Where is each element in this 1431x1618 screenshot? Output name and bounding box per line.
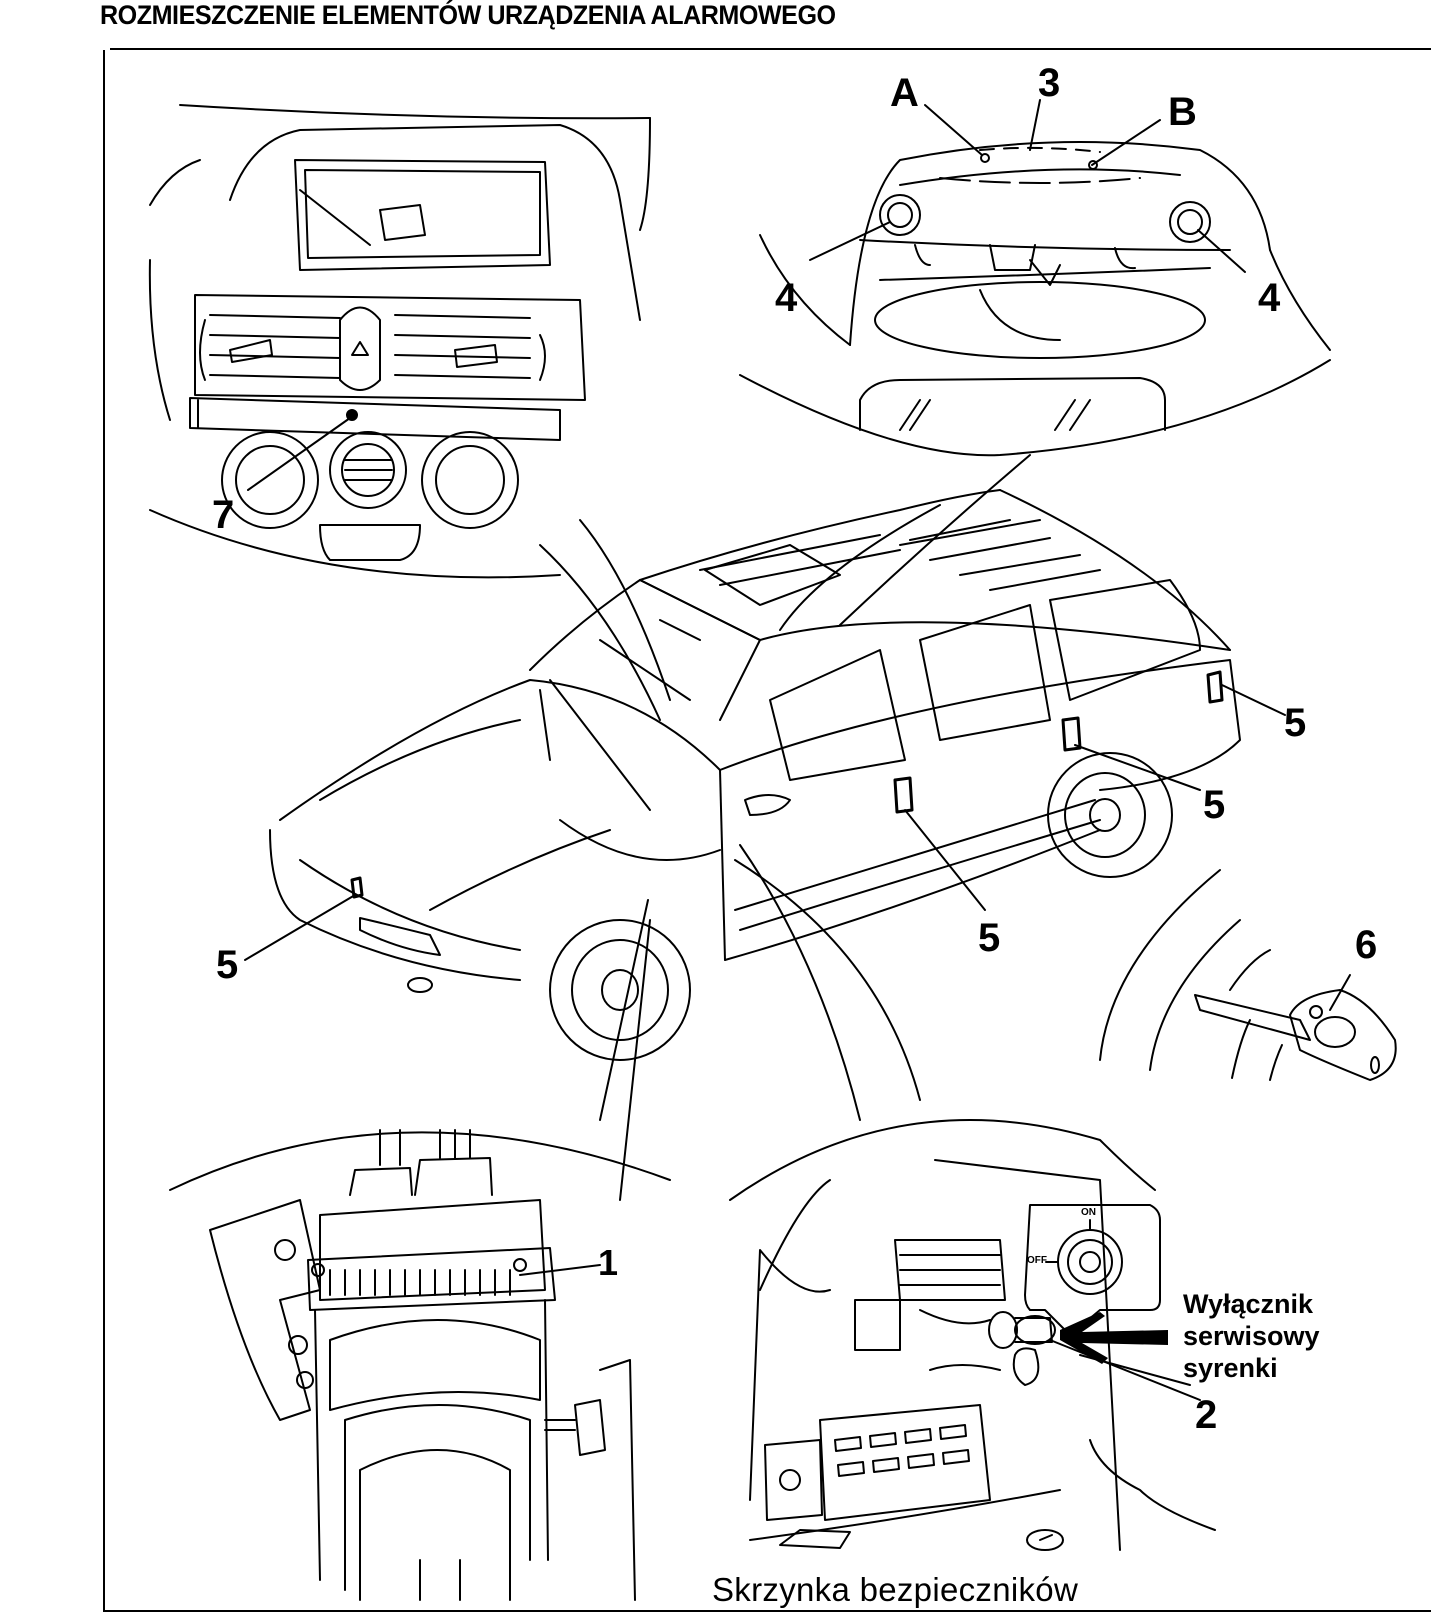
service-switch-line-1: Wyłącznik bbox=[1183, 1289, 1314, 1319]
callout-2: 2 bbox=[1195, 1393, 1218, 1437]
switch-on-label: ON bbox=[1081, 1207, 1096, 1218]
service-switch-line-2: serwisowy bbox=[1183, 1321, 1320, 1351]
callout-5-front-door: 5 bbox=[978, 916, 1001, 960]
fuse-box-caption: Skrzynka bezpieczników bbox=[712, 1571, 1079, 1608]
ecu-callout-wedge-b bbox=[619, 919, 651, 1201]
dashboard-callout-wedge bbox=[539, 544, 661, 721]
callout-6: 6 bbox=[1355, 923, 1378, 967]
service-switch-line-3: syrenki bbox=[1183, 1353, 1278, 1383]
dashboard-callout-wedge-b bbox=[579, 519, 671, 701]
roof-callout-wedge-b bbox=[839, 454, 1031, 626]
dashboard-inset bbox=[148, 104, 651, 579]
fusebox-callout-wedge bbox=[734, 859, 921, 1101]
callout-3: 3 bbox=[1038, 61, 1061, 105]
fusebox-inset bbox=[729, 1119, 1216, 1551]
left-border bbox=[103, 50, 105, 1612]
car-illustration bbox=[244, 489, 1286, 1061]
page-title: ROZMIESZCZENIE ELEMENTÓW URZĄDZENIA ALAR… bbox=[100, 0, 836, 30]
service-switch-arrow bbox=[1060, 1312, 1168, 1364]
ecu-callout-wedge bbox=[599, 899, 649, 1121]
callout-5-rear-door: 5 bbox=[1203, 783, 1226, 827]
remote-key bbox=[1099, 869, 1397, 1081]
bottom-border bbox=[103, 1610, 1431, 1612]
callout-5-tailgate: 5 bbox=[1284, 701, 1307, 745]
callout-5-hood: 5 bbox=[216, 943, 239, 987]
roof-callout-wedge bbox=[779, 504, 941, 631]
fusebox-callout-wedge-b bbox=[739, 844, 861, 1121]
switch-off-label: OFF bbox=[1027, 1255, 1047, 1266]
callout-A: A bbox=[890, 71, 919, 115]
callout-B: B bbox=[1168, 90, 1197, 134]
callout-7: 7 bbox=[212, 493, 235, 537]
ecu-inset bbox=[169, 1129, 671, 1601]
callout-4-right: 4 bbox=[1258, 276, 1281, 320]
roof-sensor-inset bbox=[739, 99, 1331, 457]
callout-1: 1 bbox=[598, 1242, 619, 1283]
callout-4-left: 4 bbox=[775, 276, 798, 320]
service-switch-annotation: Wyłącznik serwisowy syrenki bbox=[1183, 1288, 1320, 1384]
header-rule bbox=[110, 48, 1431, 50]
